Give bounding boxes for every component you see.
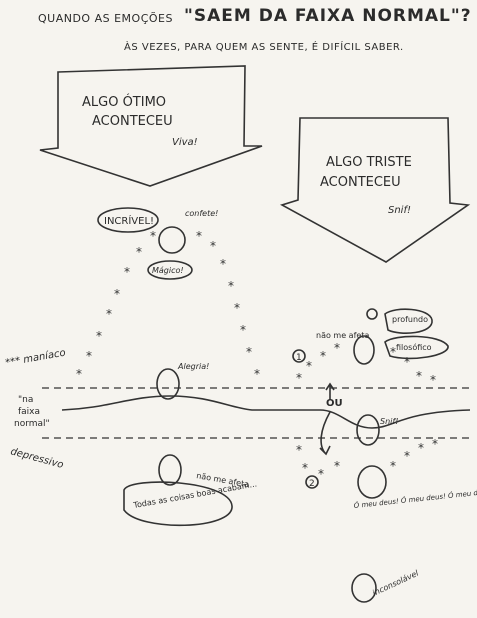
svg-text:*: *	[418, 441, 424, 455]
marker-one-circle	[292, 349, 306, 363]
svg-text:*: *	[390, 345, 396, 359]
svg-text:*: *	[210, 239, 216, 253]
arrow-sad-line1: ALGO TRISTE	[326, 155, 412, 170]
alegria-face	[156, 368, 180, 400]
svg-text:*: *	[150, 229, 156, 243]
svg-text:*: *	[136, 245, 142, 259]
nao-me-afeta-top: não me afeta	[316, 331, 369, 340]
arrow-great-sub: Viva!	[172, 137, 198, 148]
arrow-sad-shape	[279, 117, 471, 263]
alegria-label: Alegria!	[177, 362, 209, 371]
profundo-label: profundo	[392, 315, 428, 324]
svg-text:*: *	[302, 461, 308, 475]
todas-cloud	[123, 481, 233, 527]
arrow-sad-line2: ACONTECEU	[320, 175, 401, 190]
svg-text:*: *	[254, 367, 260, 381]
marker-two-circle	[305, 475, 319, 489]
svg-text:*: *	[296, 371, 302, 385]
marker-one: 1	[296, 353, 302, 363]
svg-text:*: *	[96, 329, 102, 343]
band-maniaco: *** maníaco	[4, 347, 66, 369]
sad-face-lower	[158, 454, 182, 486]
filosofico-cloud	[384, 335, 449, 360]
magico-bubble	[147, 260, 193, 280]
svg-text:*: *	[404, 449, 410, 463]
svg-text:*: *	[246, 345, 252, 359]
svg-text:*: *	[114, 287, 120, 301]
svg-text:*: *	[234, 301, 240, 315]
thought-bubble	[366, 308, 378, 320]
band-normal-2: faixa	[18, 407, 40, 417]
happy-path: ** ** ** ** ** ** ** **	[76, 229, 260, 381]
svg-text:*: *	[334, 459, 340, 473]
peak-bubble-text: INCRÍVEL!	[104, 214, 154, 227]
svg-text:*: *	[416, 369, 422, 383]
meu-deus-label: Ó meu deus! Ó meu deus! Ó meu deus! Desa…	[353, 482, 477, 510]
panicked-face	[357, 465, 387, 499]
page-title-quote: "SAEM DA FAIXA NORMAL"?	[184, 6, 472, 26]
normal-baseline	[61, 395, 471, 429]
arrow-great-line1: ALGO ÓTIMO	[82, 94, 166, 110]
svg-text:*: *	[296, 443, 302, 457]
ecstatic-face	[158, 226, 186, 254]
svg-text:*: *	[220, 257, 226, 271]
incrivel-bubble	[97, 207, 159, 233]
marker-two: 2	[309, 479, 315, 489]
svg-text:*: *	[430, 373, 436, 387]
todas-label: Todas as coisas boas acabam...	[132, 479, 258, 510]
filosofico-label: filosófico	[396, 342, 432, 352]
sad-path: ** ** ** **	[296, 437, 438, 481]
peak-confetti: confete!	[185, 209, 218, 218]
svg-text:*: *	[306, 359, 312, 373]
svg-text:*: *	[228, 279, 234, 293]
peak-magic: Mágico!	[152, 266, 184, 275]
svg-text:*: *	[86, 349, 92, 363]
svg-text:*: *	[390, 459, 396, 473]
svg-text:*: *	[106, 307, 112, 321]
svg-text:*: *	[124, 265, 130, 279]
down-arrow	[319, 411, 331, 456]
page-subtitle: ÀS VEZES, PARA QUEM AS SENTE, É DIFÍCIL …	[124, 42, 404, 53]
page-title-prefix: QUANDO AS EMOÇÕES	[38, 12, 173, 25]
svg-text:*: *	[432, 437, 438, 451]
snif-face	[356, 414, 380, 446]
svg-text:*: *	[334, 341, 340, 355]
ou-label: OU	[326, 398, 343, 409]
up-arrow	[325, 382, 335, 400]
profundo-cloud	[384, 308, 433, 334]
svg-text:*: *	[196, 229, 202, 243]
band-depressivo: depressivo	[9, 446, 64, 471]
svg-text:*: *	[240, 323, 246, 337]
band-normal-1: "na	[18, 395, 33, 405]
svg-text:*: *	[404, 355, 410, 369]
right-up-path: * * * * * * * *	[296, 341, 436, 387]
crying-face	[351, 573, 377, 603]
arrow-great-line2: ACONTECEU	[92, 114, 173, 129]
arrow-great-shape	[39, 65, 263, 187]
snif-label: Snif!	[380, 417, 398, 426]
band-normal-3: normal"	[14, 419, 50, 429]
svg-text:*: *	[320, 349, 326, 363]
svg-text:*: *	[76, 367, 82, 381]
philosophical-face	[353, 335, 375, 365]
arrow-sad-sub: Snif!	[388, 205, 411, 216]
inconsolavel-label: inconsolável	[371, 568, 421, 597]
svg-text:*: *	[318, 467, 324, 481]
